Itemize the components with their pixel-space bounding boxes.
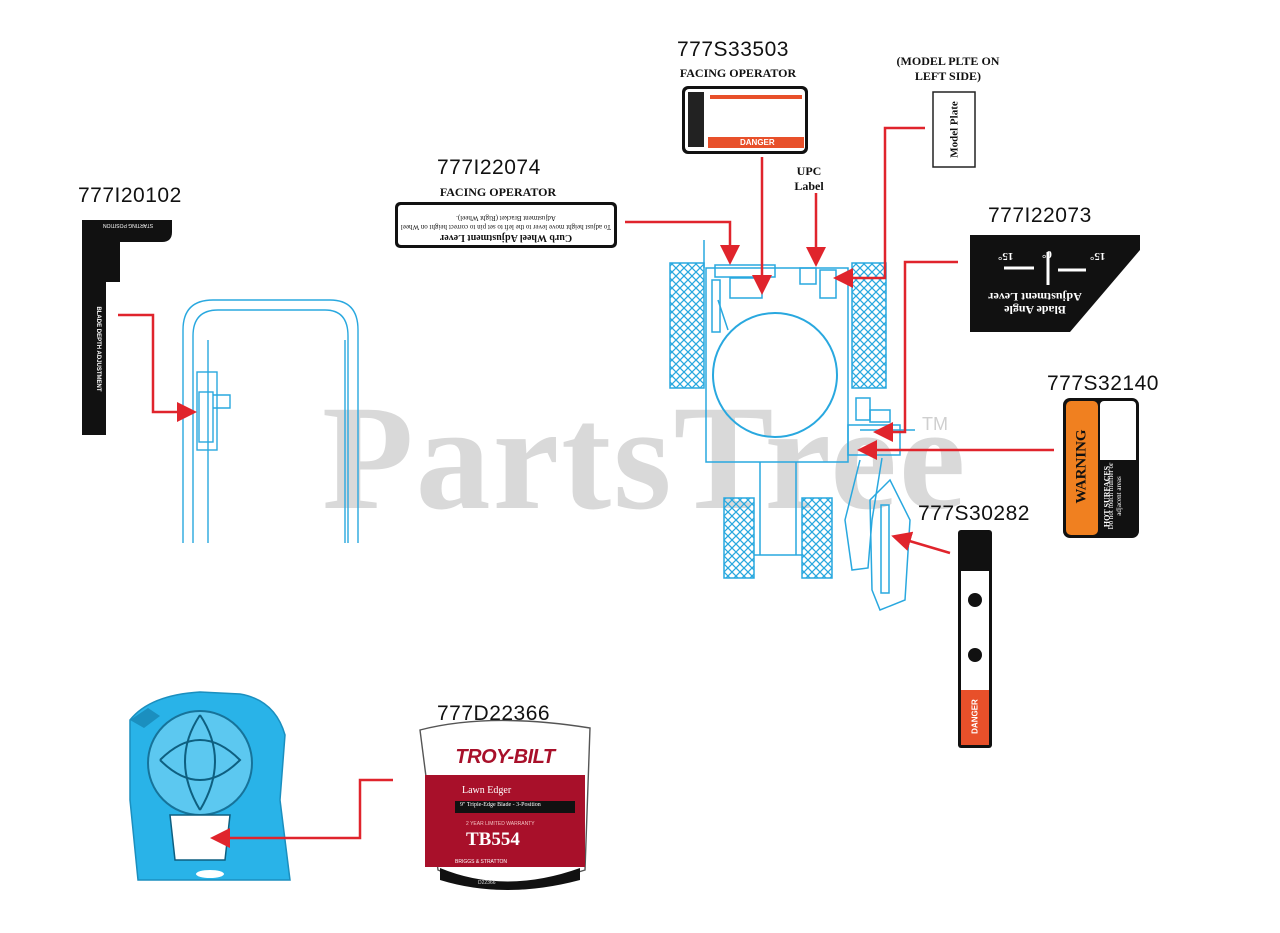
part-number-777i22073[interactable]: 777I22073 — [988, 204, 1092, 227]
curb-wheel-body: To adjust height move lever to the left … — [400, 214, 612, 231]
troy-bilt-product: Lawn Edger — [462, 785, 512, 796]
blade-depth-text: BLADE DEPTH ADJUSTMENT — [95, 306, 101, 392]
troy-bilt-blade: 9" Triple-Edge Blade - 3-Position — [460, 802, 541, 808]
part-number-777i20102[interactable]: 777I20102 — [78, 184, 182, 207]
warning-title: WARNING — [1073, 429, 1090, 504]
troy-bilt-engine-unit: cc — [543, 872, 549, 878]
troy-bilt-warranty: 2 YEAR LIMITED WARRANTY — [466, 821, 535, 827]
danger-strip-text: DANGER — [970, 699, 980, 734]
decal-starting-position — [82, 220, 172, 435]
facing-operator-note-1: FACING OPERATOR — [439, 185, 557, 199]
callout-arrows — [118, 126, 1054, 848]
blade-angle-center: 0° — [1042, 248, 1052, 260]
decal-warning — [1063, 398, 1139, 538]
troy-bilt-part: D22366 — [478, 880, 496, 886]
upc-label-text: UPC Label — [794, 164, 824, 193]
handle-drawing — [182, 299, 359, 543]
troy-bilt-engine-brand: BRIGGS & STRATTON — [455, 859, 508, 865]
part-number-777s30282[interactable]: 777S30282 — [918, 502, 1030, 525]
decal-curb-wheel — [395, 202, 617, 248]
decal-danger-strip — [958, 530, 992, 748]
part-number-777s33503[interactable]: 777S33503 — [677, 38, 789, 61]
blade-angle-title: Blade Angle Adjustment Lever — [988, 290, 1082, 317]
curb-wheel-title: Curb Wheel Adjustment Lever — [439, 232, 573, 243]
model-plate-note: (MODEL PLTE ON LEFT SIDE) — [896, 54, 1000, 83]
blade-angle-right: 15° — [1090, 250, 1106, 262]
decal-troy-bilt — [419, 719, 591, 890]
model-plate-box — [932, 91, 976, 168]
facing-operator-note-2: FACING OPERATOR — [679, 66, 797, 80]
curb-wheel-decal-text: Curb Wheel Adjustment Lever To adjust he… — [400, 206, 612, 244]
troy-bilt-model: TB554 — [466, 829, 520, 850]
engine-shroud-drawing — [129, 691, 291, 881]
part-number-777i22074[interactable]: 777I22074 — [437, 156, 541, 179]
troy-bilt-engine: 140 — [518, 868, 535, 879]
danger-small-text: DANGER — [740, 138, 775, 147]
decal-777s33503 — [682, 86, 808, 154]
starting-position-text: STARTING POSITION — [102, 222, 154, 228]
part-number-777d22366[interactable]: 777D22366 — [437, 702, 551, 725]
blade-angle-left: 15° — [998, 250, 1014, 262]
model-plate-text: Model Plate — [948, 101, 961, 158]
edger-drawing — [669, 240, 915, 611]
part-number-777s32140[interactable]: 777S32140 — [1047, 372, 1159, 395]
watermark-tm: TM — [922, 414, 948, 434]
warning-line2: Do not touch muffler or adjacent areas — [1107, 462, 1123, 530]
decal-blade-angle — [970, 235, 1140, 332]
troy-bilt-brand: TROY-BILT — [455, 746, 555, 768]
